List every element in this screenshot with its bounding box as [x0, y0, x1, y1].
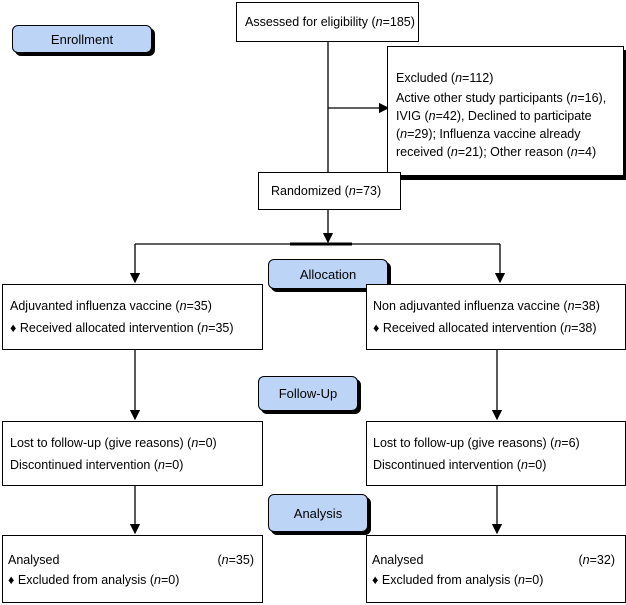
right-analysed-count: (n=32)	[578, 553, 616, 567]
randomized-box: Randomized (n=73)	[258, 172, 401, 210]
stage-analysis-label: Analysis	[293, 505, 343, 521]
assessed-box: Assessed for eligibility (n=185)	[236, 2, 419, 42]
left-followup-box: Lost to follow-up (give reasons) (n=0) D…	[2, 421, 263, 486]
excluded-title: Excluded (n=112)	[396, 71, 494, 85]
right-analysis-box: Analysed (n=32) ♦ Excluded from analysis…	[366, 535, 626, 603]
right-followup-box: Lost to follow-up (give reasons) (n=6) D…	[366, 421, 626, 486]
excluded-reason-line: Active other study participants (n=16),	[396, 91, 607, 105]
left-allocation-arm: Adjuvanted influenza vaccine (n=35)	[10, 299, 212, 313]
right-discontinued: Discontinued intervention (n=0)	[373, 458, 547, 472]
left-analysed-label: Analysed	[8, 553, 60, 567]
left-lost-to-followup: Lost to follow-up (give reasons) (n=0)	[10, 436, 217, 450]
stage-analysis: Analysis	[268, 494, 368, 532]
left-allocation-box: Adjuvanted influenza vaccine (n=35) ♦ Re…	[2, 284, 263, 350]
left-analysed-count: (n=35)	[217, 553, 255, 567]
right-excluded-from-analysis: ♦ Excluded from analysis (n=0)	[372, 573, 544, 587]
left-allocation-received: ♦ Received allocated intervention (n=35)	[10, 321, 234, 335]
right-allocation-arm: Non adjuvanted influenza vaccine (n=38)	[373, 299, 600, 313]
excluded-box: Excluded (n=112) Active other study part…	[387, 46, 624, 176]
excluded-reason-line: IVIG (n=42), Declined to participate	[396, 109, 592, 123]
assessed-text: Assessed for eligibility (n=185)	[245, 15, 415, 29]
left-excluded-from-analysis: ♦ Excluded from analysis (n=0)	[8, 573, 180, 587]
stage-follow-up: Follow-Up	[258, 376, 358, 411]
left-analysis-box: Analysed (n=35) ♦ Excluded from analysis…	[2, 535, 263, 603]
right-allocation-box: Non adjuvanted influenza vaccine (n=38) …	[366, 284, 626, 350]
right-allocation-received: ♦ Received allocated intervention (n=38)	[373, 321, 597, 335]
excluded-reason-line: received (n=21); Other reason (n=4)	[396, 145, 597, 159]
stage-allocation-label: Allocation	[299, 266, 357, 282]
stage-enrollment: Enrollment	[12, 25, 152, 53]
randomized-text: Randomized (n=73)	[271, 184, 382, 198]
stage-follow-up-label: Follow-Up	[278, 386, 338, 401]
left-discontinued: Discontinued intervention (n=0)	[10, 458, 184, 472]
right-analysed-label: Analysed	[372, 553, 424, 567]
stage-enrollment-label: Enrollment	[50, 31, 114, 47]
excluded-reason-line: (n=29); Influenza vaccine already	[396, 127, 581, 141]
right-lost-to-followup: Lost to follow-up (give reasons) (n=6)	[373, 436, 580, 450]
